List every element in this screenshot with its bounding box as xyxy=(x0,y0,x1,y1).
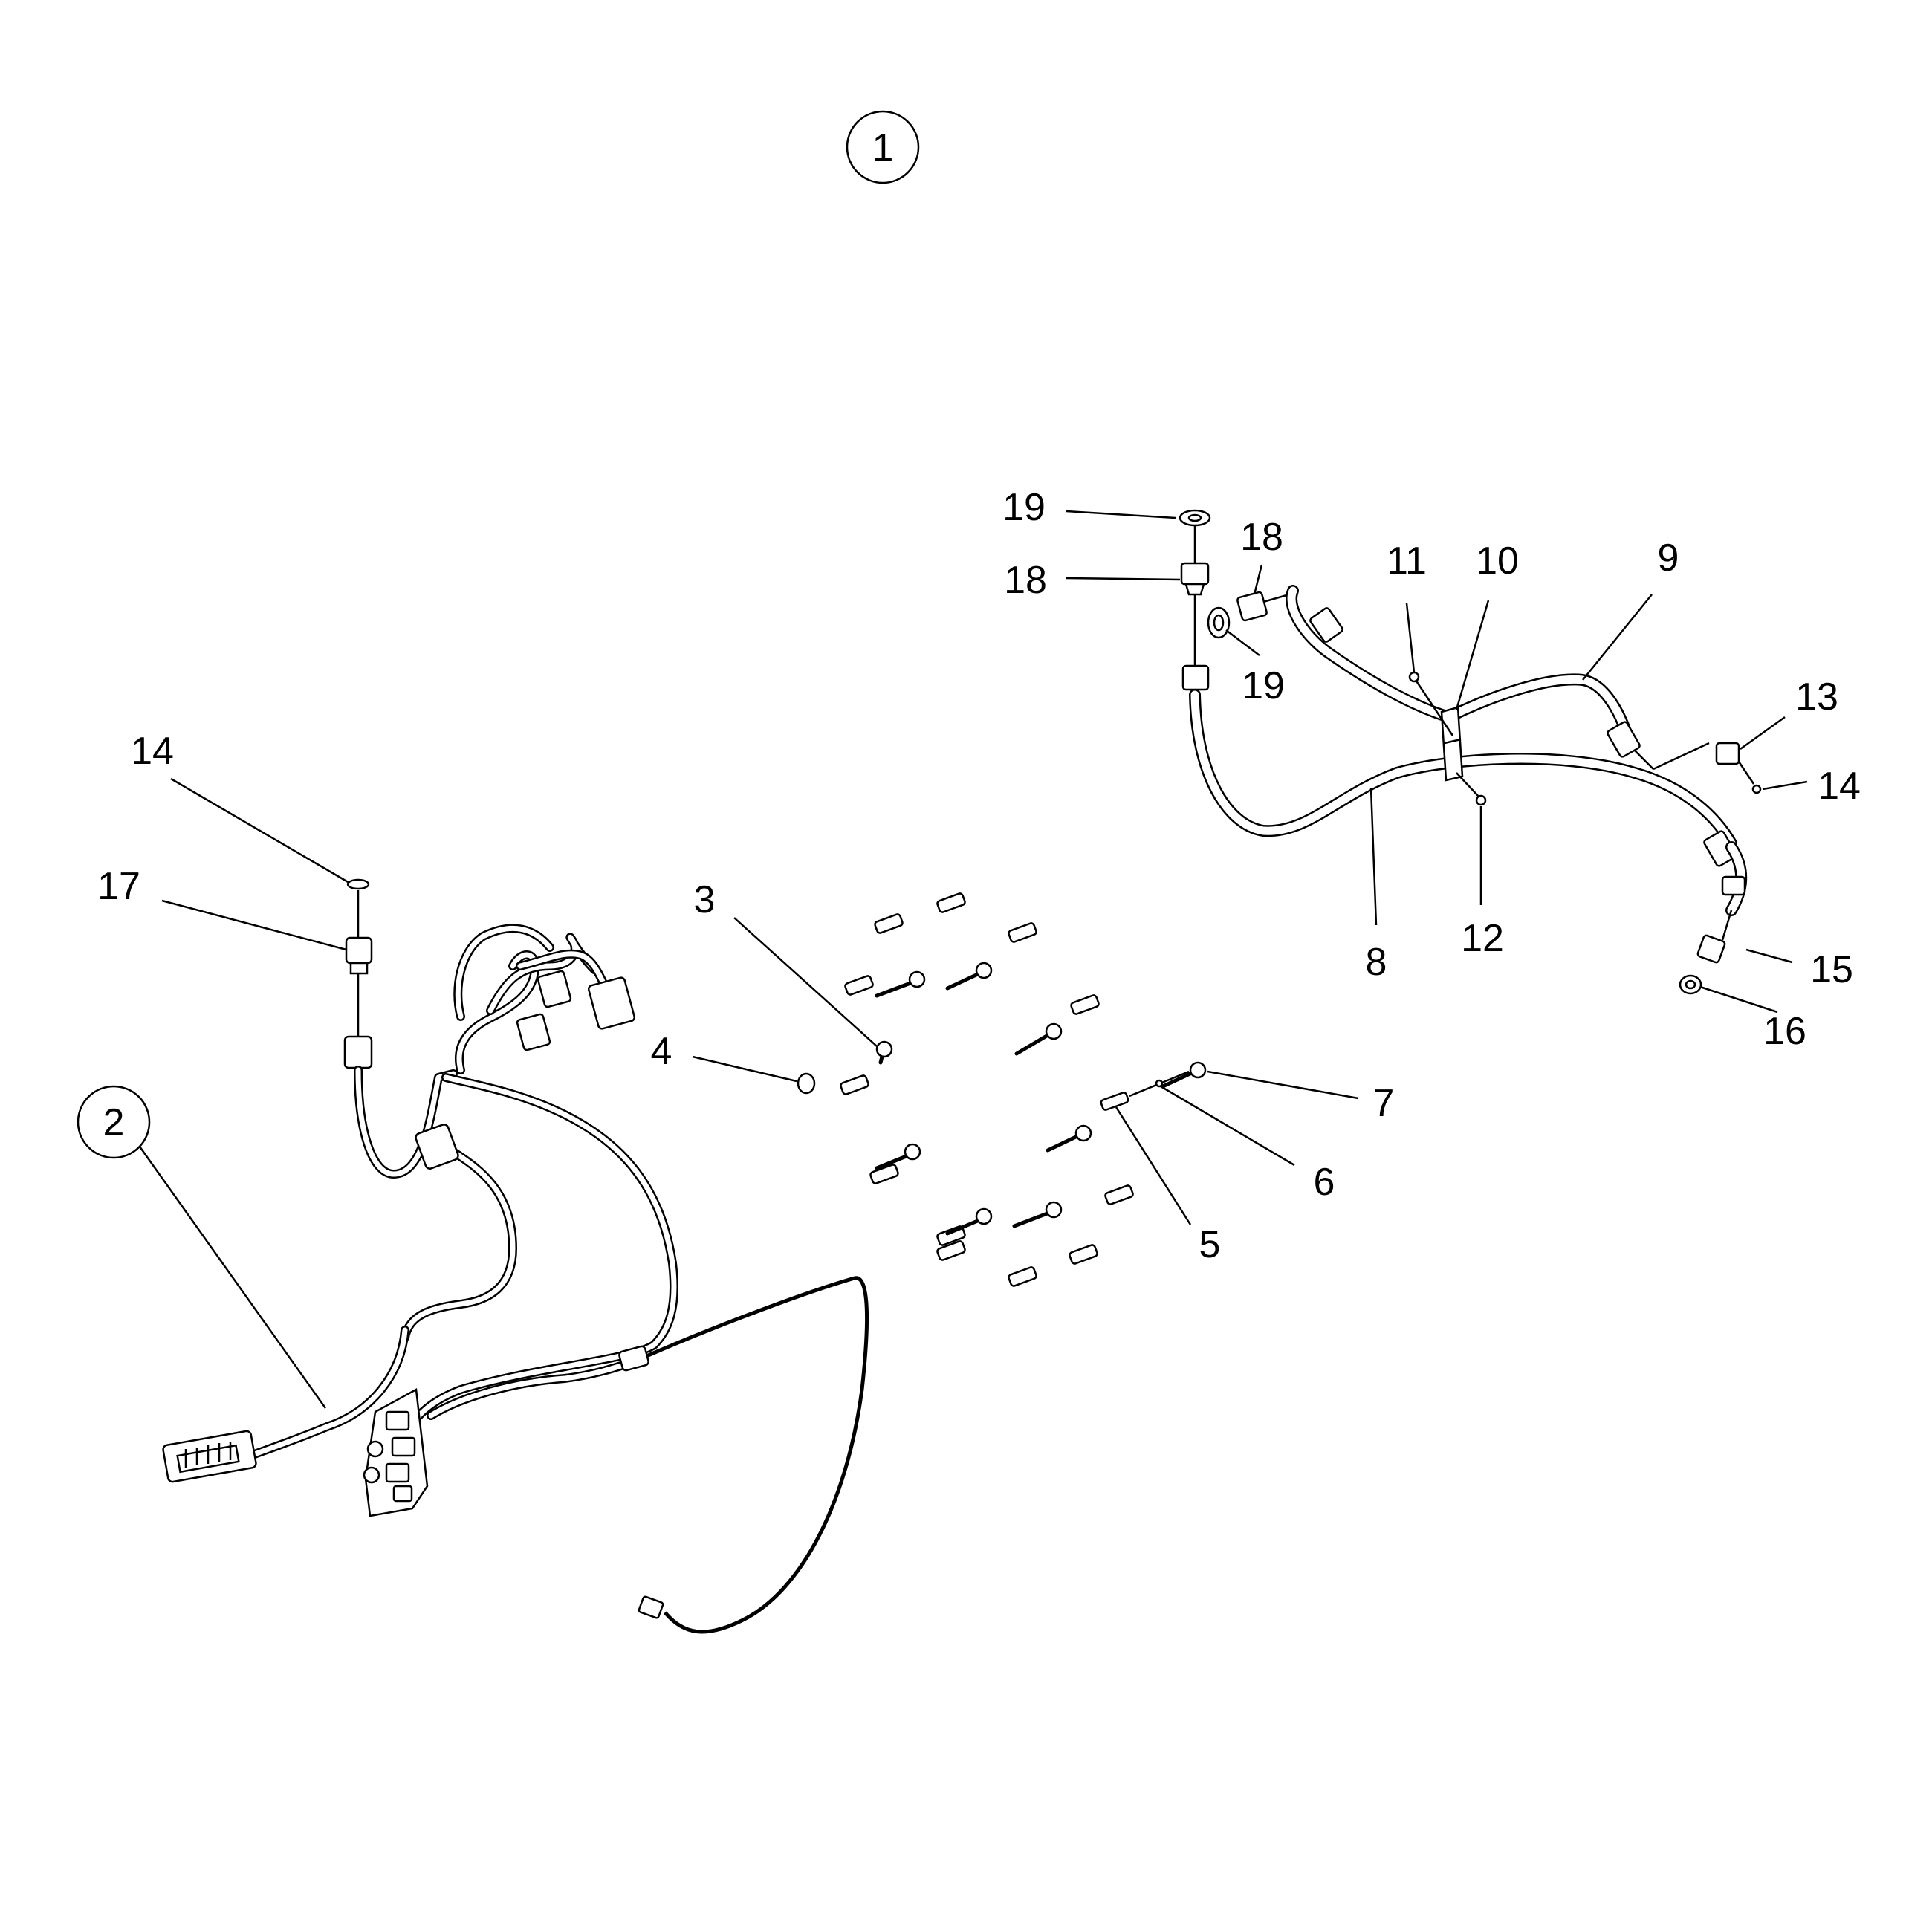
fitting-13 xyxy=(1715,742,1740,765)
connector-c xyxy=(587,976,636,1030)
label-7: 7 xyxy=(1373,1082,1395,1125)
nut-12 xyxy=(1475,794,1487,806)
callout-2-text: 2 xyxy=(103,1101,125,1144)
callout-1: 1 xyxy=(846,110,920,184)
label-13: 13 xyxy=(1795,675,1838,719)
label-16: 16 xyxy=(1763,1010,1806,1053)
fitting-15 xyxy=(1696,934,1726,964)
wire-harness xyxy=(162,878,869,1634)
label-14-right: 14 xyxy=(1818,765,1861,808)
label-14-left: 14 xyxy=(131,730,174,773)
bolt-3 xyxy=(875,1040,893,1058)
label-12: 12 xyxy=(1461,917,1504,960)
label-9: 9 xyxy=(1658,537,1679,580)
label-8: 8 xyxy=(1366,941,1387,984)
callout-2-leader xyxy=(138,1146,327,1409)
main-connector xyxy=(162,1430,257,1483)
label-19-top: 19 xyxy=(1002,486,1046,529)
connector-d xyxy=(415,1124,459,1170)
solenoid-block xyxy=(363,1388,429,1517)
label-18-right: 18 xyxy=(1240,516,1283,559)
bolt-7 xyxy=(1189,1061,1207,1079)
washer-4 xyxy=(797,1072,816,1095)
long-bolts xyxy=(875,962,1092,1236)
label-6: 6 xyxy=(1314,1161,1335,1204)
o-ring-14-left xyxy=(346,878,370,890)
label-19-bottom: 19 xyxy=(1242,664,1285,707)
stud-5 xyxy=(1100,1092,1129,1111)
label-10: 10 xyxy=(1476,539,1519,583)
label-18-left: 18 xyxy=(1004,559,1047,602)
o-ring-14-right xyxy=(1751,784,1762,794)
label-5: 5 xyxy=(1199,1223,1221,1266)
label-15: 15 xyxy=(1810,948,1853,991)
connector-a xyxy=(537,970,572,1008)
label-3: 3 xyxy=(694,878,716,921)
part-number-labels: 19 18 18 19 11 10 9 13 14 15 16 8 12 3 4… xyxy=(97,486,1861,1266)
fitting-18-right xyxy=(1236,591,1268,622)
label-17: 17 xyxy=(97,865,140,908)
fitting-18-top xyxy=(1180,562,1210,586)
tube-assembly xyxy=(1179,509,1762,995)
callout-1-text: 1 xyxy=(872,126,894,169)
fastener-group xyxy=(797,892,1207,1287)
clamp-10 xyxy=(1440,706,1464,782)
leader-lines xyxy=(161,510,1808,1225)
label-4: 4 xyxy=(651,1030,672,1073)
label-11: 11 xyxy=(1387,539,1427,583)
bolt-11 xyxy=(1408,671,1420,683)
connector-b xyxy=(516,1013,551,1051)
sensor-17 xyxy=(345,936,373,965)
washer-6 xyxy=(1155,1079,1164,1088)
callout-2: 2 xyxy=(77,1085,327,1409)
